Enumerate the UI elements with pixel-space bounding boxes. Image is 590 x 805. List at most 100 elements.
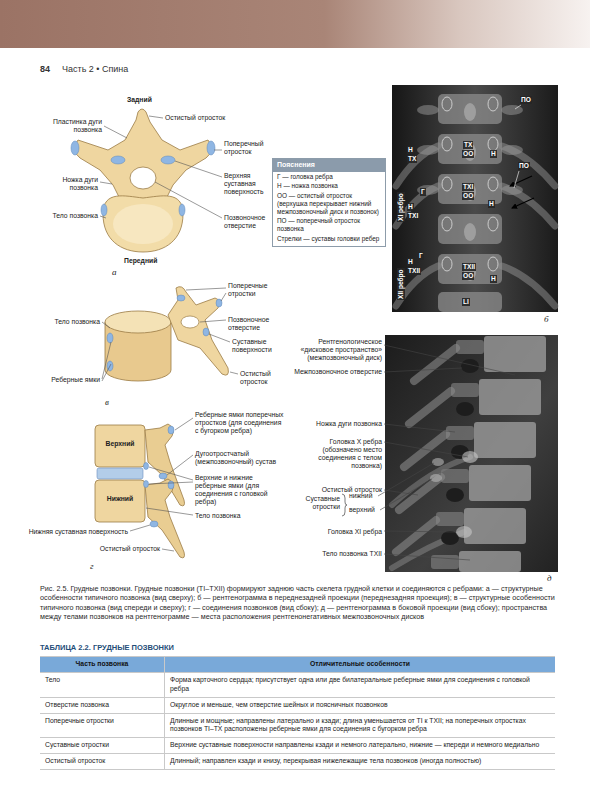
leader-line (102, 342, 111, 379)
vertebral-body-shadow (438, 254, 502, 284)
vertebral-foramen (181, 316, 199, 328)
part-label: нижний (349, 492, 372, 500)
leader-line (378, 345, 515, 560)
pedicle-shadow (488, 217, 498, 231)
xray-label: Н (407, 146, 414, 154)
vertebral-foramen (130, 167, 156, 189)
vertebrae-lateral-view (95, 418, 193, 558)
costal-facet (207, 141, 215, 155)
xray-label: Н (490, 150, 497, 158)
xray-label: Г (420, 188, 426, 196)
rib-shadow (502, 186, 555, 226)
figure-caption: Рис. 2.5. Грудные позвонки. Грудные позв… (40, 584, 555, 621)
vertebra-oblique-view (102, 287, 238, 381)
pedicle-shadow (488, 97, 498, 111)
leader-line (378, 463, 434, 496)
foramen-shadow (456, 402, 474, 416)
part-label: Суставные отростки (290, 495, 340, 511)
panel-letter: г (90, 561, 94, 572)
articular-process-shadow (432, 458, 444, 466)
transverse-process-shadow (417, 105, 439, 115)
table-cell: Округлое и меньше, чем отверстие шейных … (165, 698, 555, 714)
part-label: Ножка дуги позвонка (40, 176, 98, 192)
page-header: 84 (40, 64, 50, 75)
leader-line (149, 482, 193, 484)
part-label: Тело позвонка TXII (290, 550, 382, 558)
leader-line (384, 368, 462, 372)
vertebral-body (95, 480, 145, 522)
articular-facet (203, 328, 209, 336)
table-cell: Длинный; направлен кзади и книзу, перекр… (165, 754, 555, 770)
pedicle-shadow (442, 177, 452, 191)
pedicle-shadow (431, 555, 459, 569)
leader-line (214, 150, 222, 151)
legend-entry: ОО — остистый отросток (верхушка перекры… (273, 191, 385, 216)
pedicle-shadow (451, 383, 479, 397)
part-label: Нижняя суставная поверхность (20, 528, 128, 536)
xray-label: Н (490, 275, 497, 283)
legend-entry: Г — головка ребра (273, 172, 385, 182)
leader-line (384, 442, 468, 457)
leader-line (100, 216, 106, 218)
vertebral-body-shadow (464, 508, 526, 544)
articular-facet (177, 295, 185, 301)
part-label: Ножка дуги позвонка (290, 420, 382, 428)
panel-letter: б (544, 314, 549, 325)
xray-label: XI ребро (397, 192, 405, 222)
part-label: Нижний (100, 495, 140, 503)
part-label: Пластинка дуги позвонка (40, 118, 102, 134)
vertebral-body-shadow (459, 336, 546, 572)
rib-shadow (396, 266, 438, 306)
xray-label: TXI (407, 212, 419, 220)
rib-shadow (396, 146, 438, 186)
xray-label: Н (407, 258, 414, 266)
articular-process-shadow (430, 458, 444, 482)
leader-line (384, 424, 455, 432)
part-label: Головка X ребра (обозначено место соедин… (290, 438, 382, 471)
costal-facet (144, 463, 149, 470)
leader-line (515, 105, 521, 109)
intervertebral-disc (97, 468, 143, 479)
rib-head-shadow (456, 451, 478, 538)
data-table: Часть позвонкаОтличительные особенностиТ… (40, 656, 555, 770)
xray-label: TX (407, 155, 417, 163)
vertebral-body-shadow (438, 214, 502, 244)
part-label: Головка XI ребра (290, 528, 382, 536)
xray-label: XII ребро (397, 268, 405, 300)
vertebral-body (103, 196, 183, 252)
xray-label: ОО (462, 272, 474, 280)
costal-facet (179, 204, 185, 216)
table-title: ТАБЛИЦА 2.2. ГРУДНЫЕ ПОЗВОНКИ (40, 643, 174, 652)
panel-letter: а (112, 267, 117, 278)
articular-facet (161, 156, 175, 164)
articular-process-shadow (430, 474, 442, 482)
part-label: Дугоотростчатый (межпозвоночный) сустав (195, 450, 285, 466)
leader-line (162, 549, 174, 551)
xray-label: Г (418, 252, 424, 260)
xray-label: LI (462, 298, 470, 306)
xray-label: TXII (407, 267, 421, 275)
leader-line (186, 288, 226, 290)
articular-facet (150, 521, 158, 527)
vertebral-body-shadow (438, 134, 502, 164)
leader-line (200, 320, 226, 322)
leader-line (175, 161, 222, 177)
spinous-process-shadow (396, 520, 436, 552)
vertebral-body-shadow (484, 336, 546, 372)
vertebral-arch (168, 287, 228, 375)
part-label: Тело позвонка (40, 212, 98, 220)
part-label: Реберные ямки (40, 376, 100, 384)
costal-facet (101, 204, 107, 216)
legend-box: ПоясненияГ — головка ребраН — ножка позв… (272, 158, 386, 247)
costal-facet (168, 426, 174, 434)
legend-entry: ПО — поперечный отросток позвонка (273, 216, 385, 233)
vertebral-body-shadow (438, 94, 502, 312)
leader-line (175, 418, 193, 430)
xray-label: Н (488, 200, 495, 208)
spinous-process-shadow (414, 348, 456, 381)
page-header: Часть 2 • Спина (62, 64, 128, 75)
part-label: Верхние и нижние реберные ямки (для соед… (195, 474, 285, 507)
legend-heading: Пояснения (273, 159, 385, 172)
